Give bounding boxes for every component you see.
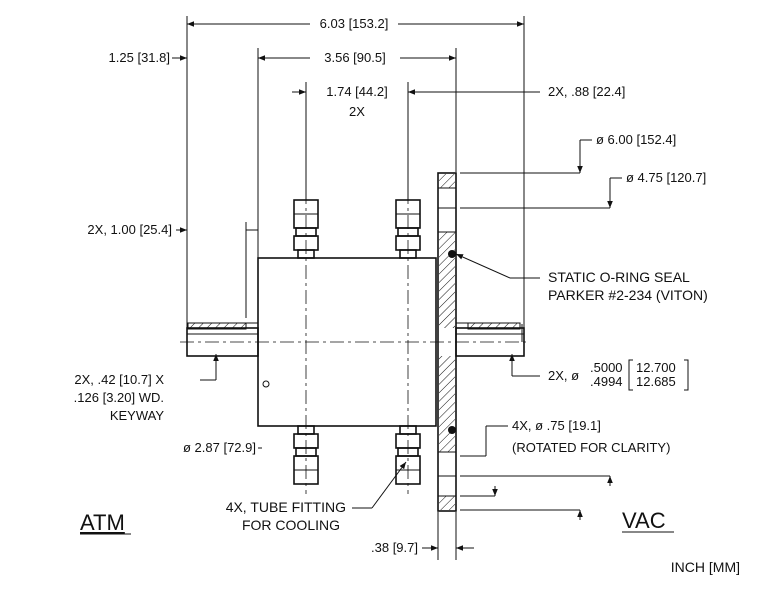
- shaft-vac: [455, 322, 525, 357]
- dim-fitting-spacing-qty: 2X: [349, 104, 365, 119]
- dim-keyway-line1: 2X, .42 [10.7] X: [74, 372, 164, 387]
- dim-keyway-line2: .126 [3.20] WD.: [74, 390, 164, 405]
- dim-shaft-dia-min-mm: 12.685: [636, 374, 676, 389]
- dim-body-dia: ø 2.87 [72.9]: [183, 440, 256, 455]
- bracket-left: [628, 359, 633, 391]
- leaders: [352, 253, 540, 509]
- oring-top: [448, 250, 456, 258]
- label-vac: VAC: [622, 508, 666, 533]
- dim-holes-note: (ROTATED FOR CLARITY): [512, 440, 670, 455]
- dim-flange-thickness: .38 [9.7]: [371, 540, 418, 555]
- dim-shaft-dia-prefix: 2X, ø: [548, 368, 579, 383]
- label-units: INCH [MM]: [671, 559, 740, 575]
- callout-oring-line1: STATIC O-RING SEAL: [548, 269, 690, 285]
- dim-shaft-dia-min: .4994: [590, 374, 623, 389]
- dim-bolt-circle: ø 4.75 [120.7]: [626, 170, 706, 185]
- dim-overall-length: 6.03 [153.2]: [320, 16, 389, 31]
- extension-lines: [186, 16, 610, 560]
- bracket-right: [684, 359, 689, 391]
- dim-shaft-atm-length: 1.25 [31.8]: [109, 50, 170, 65]
- dim-shaft-dia-max-mm: 12.700: [636, 360, 676, 375]
- dim-shoulder: 2X, 1.00 [25.4]: [87, 222, 172, 237]
- dim-body-length: 3.56 [90.5]: [324, 50, 385, 65]
- dim-fitting-to-flange: 2X, .88 [22.4]: [548, 84, 625, 99]
- label-atm: ATM: [80, 510, 125, 535]
- callout-oring-line2: PARKER #2-234 (VITON): [548, 287, 708, 303]
- dim-flange-od: ø 6.00 [152.4]: [596, 132, 676, 147]
- dimension-lines: [172, 21, 622, 551]
- dim-keyway-line3: KEYWAY: [110, 408, 165, 423]
- dim-fitting-spacing: 1.74 [44.2]: [326, 84, 387, 99]
- shaft-atm: [186, 322, 259, 357]
- callout-fitting-line2: FOR COOLING: [242, 517, 340, 533]
- center-lines: [180, 190, 530, 494]
- callout-fitting-line1: 4X, TUBE FITTING: [226, 499, 346, 515]
- oring-bottom: [448, 426, 456, 434]
- dim-holes: 4X, ø .75 [19.1]: [512, 418, 601, 433]
- dim-shaft-dia-max: .5000: [590, 360, 623, 375]
